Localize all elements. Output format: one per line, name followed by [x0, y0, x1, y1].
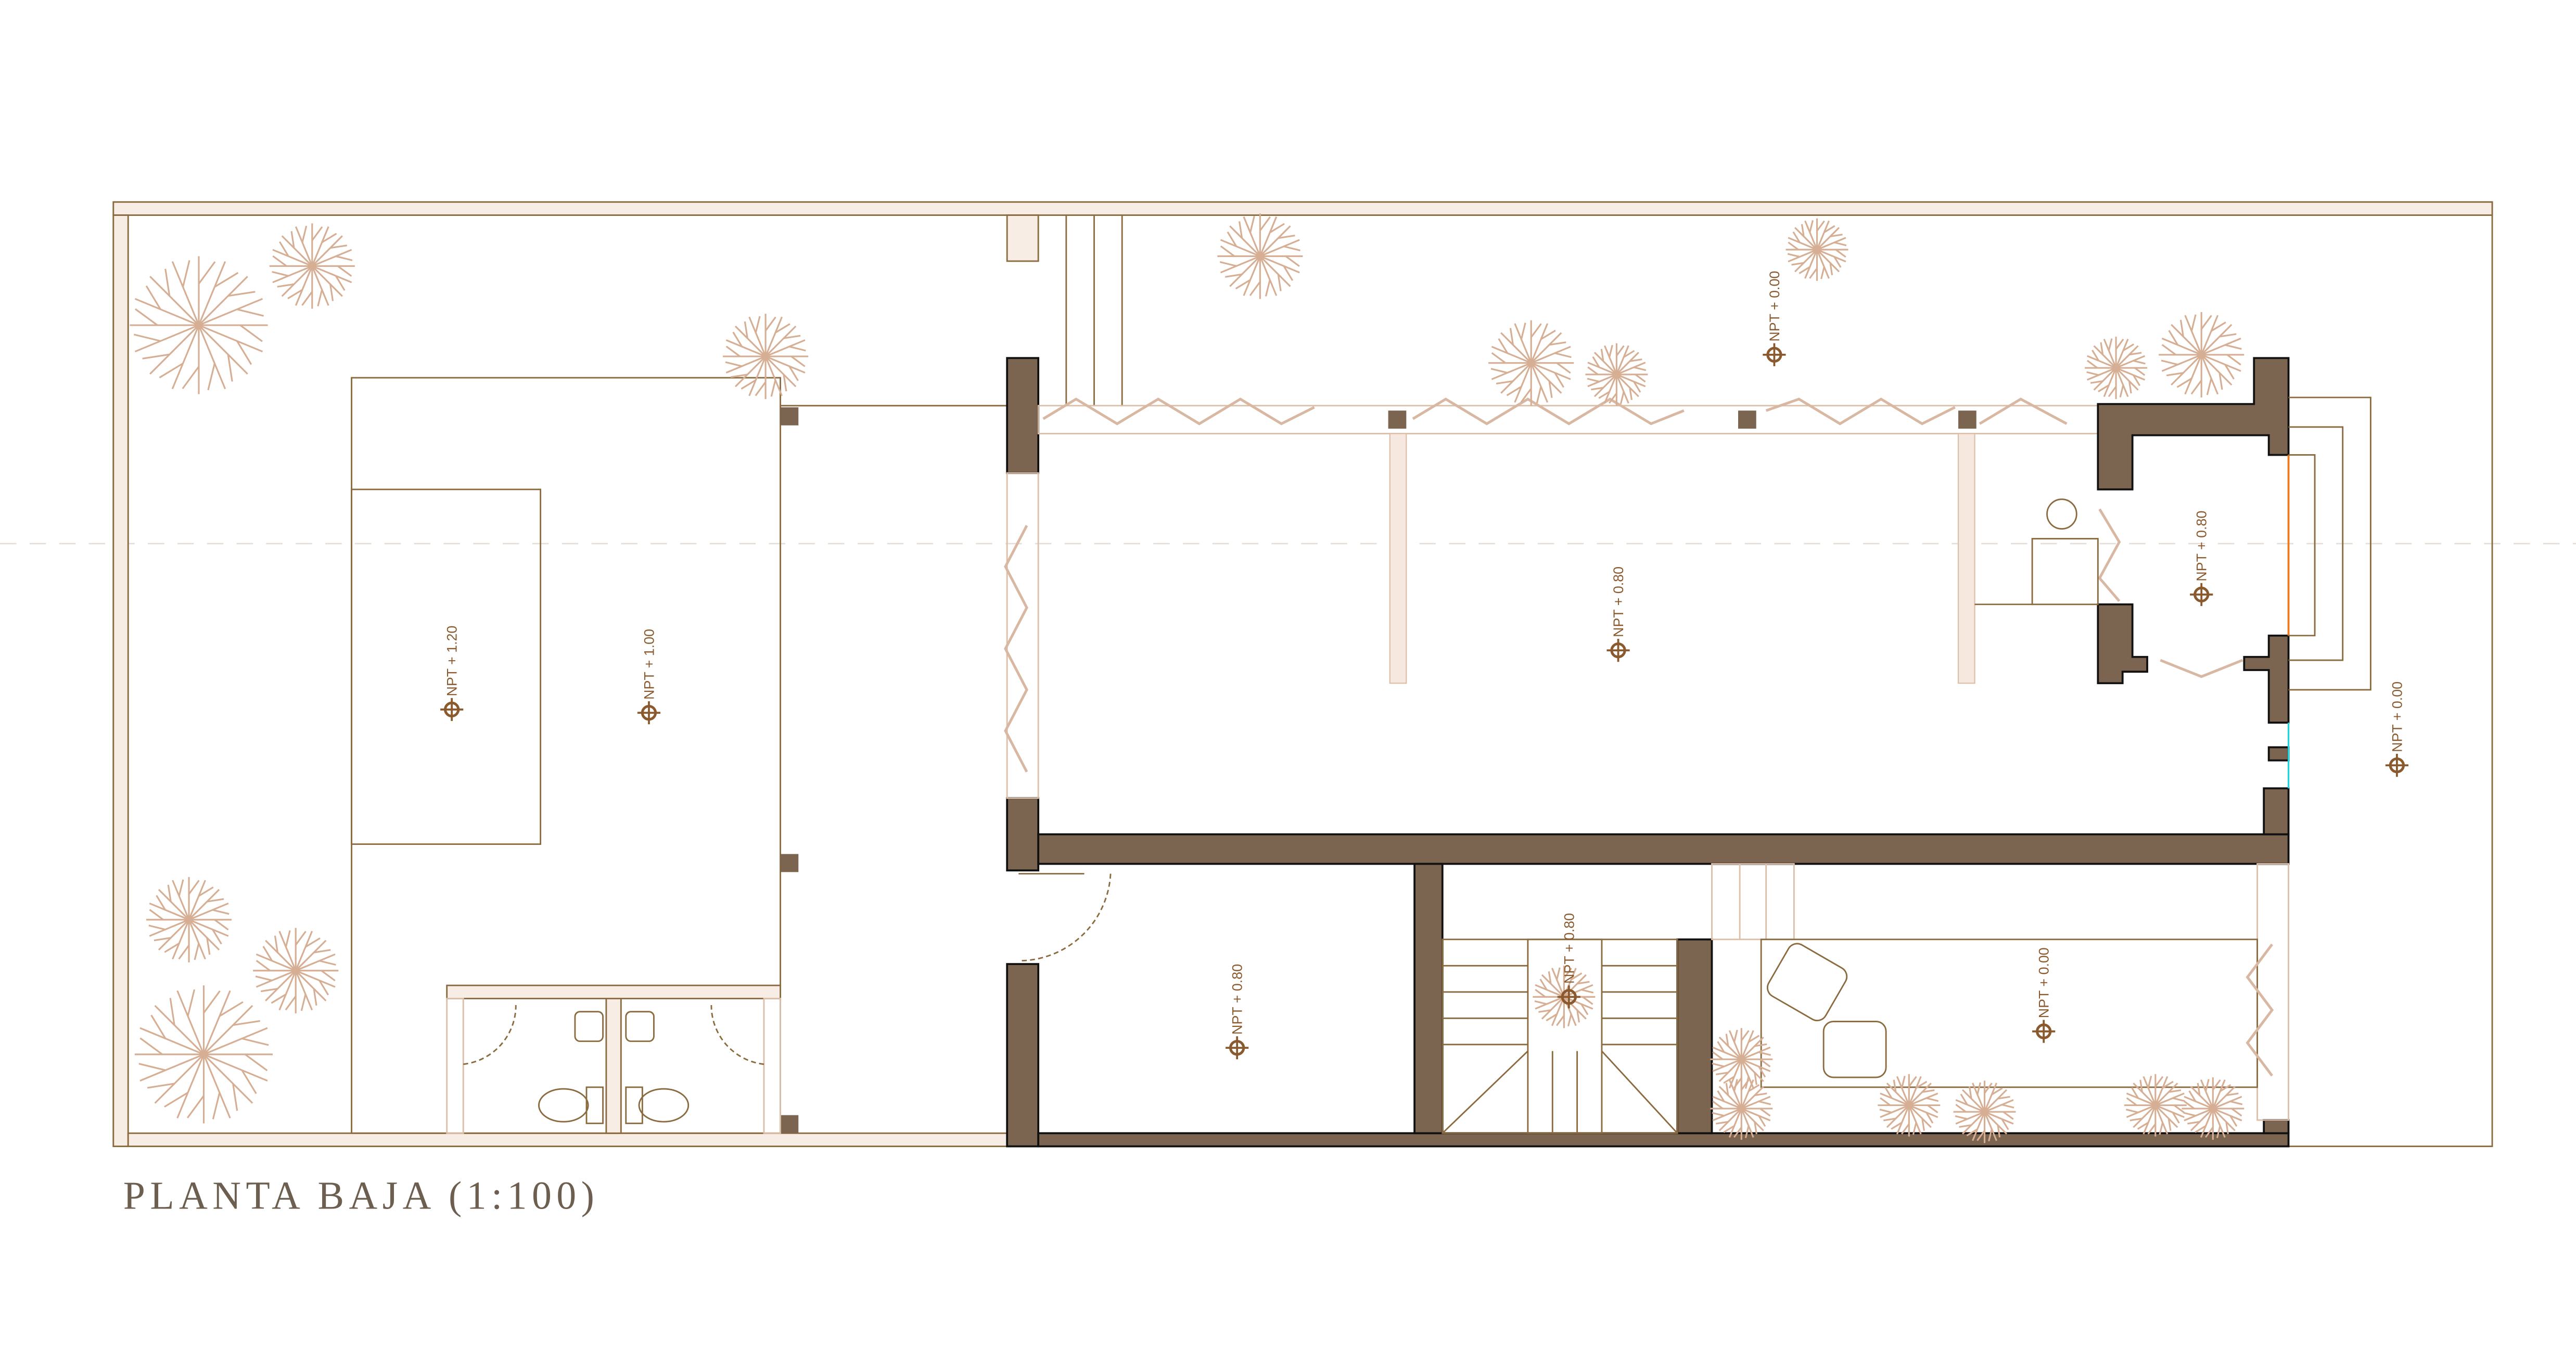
tree-icon — [2159, 312, 2245, 397]
level-marker: NPT + 0.80 — [1606, 567, 1630, 662]
tree-icon — [1878, 1074, 1941, 1137]
tree-icon — [1953, 1081, 2016, 1143]
tree-icon — [723, 313, 809, 400]
level-label: NPT + 0.00 — [2036, 947, 2052, 1018]
level-marker: NPT + 1.00 — [637, 629, 661, 725]
tree-icon — [134, 985, 273, 1124]
bathroom — [446, 984, 781, 1134]
level-marker: NPT + 0.00 — [1763, 271, 1786, 367]
column — [1388, 410, 1407, 429]
column — [780, 854, 799, 872]
level-marker: NPT + 0.00 — [2385, 682, 2408, 777]
tree-icon — [1585, 343, 1648, 406]
level-label: NPT + 0.80 — [2194, 511, 2210, 582]
level-marker: NPT + 1.20 — [440, 626, 464, 721]
terrace — [351, 377, 1008, 1134]
column — [1738, 410, 1756, 429]
level-label: NPT + 0.00 — [1767, 271, 1782, 342]
tree-icon — [253, 928, 339, 1013]
tree-icon — [2182, 1077, 2245, 1140]
trees — [130, 213, 2245, 1143]
drawing-title: PLANTA BAJA (1:100) — [123, 1174, 600, 1217]
level-marker: NPT + 0.80 — [2190, 511, 2213, 606]
tree-icon — [1488, 320, 1574, 406]
tree-icon — [1786, 218, 1848, 281]
tree-icon — [269, 223, 355, 309]
tree-icon — [1710, 1077, 1773, 1140]
tree-icon — [2085, 337, 2148, 400]
lot-boundary — [112, 201, 2493, 1147]
level-label: NPT + 0.80 — [1561, 913, 1577, 984]
tree-icon — [146, 877, 232, 962]
level-label: NPT + 0.80 — [1230, 964, 1245, 1035]
column — [1958, 410, 1976, 429]
tree-icon — [130, 256, 268, 394]
level-label: NPT + 1.20 — [444, 626, 460, 697]
column — [780, 1115, 799, 1134]
level-label: NPT + 0.80 — [1611, 567, 1626, 637]
walls — [1004, 214, 2371, 1148]
level-marker: NPT + 0.80 — [1557, 913, 1580, 1009]
tree-icon — [2124, 1074, 2187, 1137]
level-marker: NPT + 0.00 — [2032, 947, 2056, 1043]
level-marker: NPT + 0.80 — [1226, 964, 1249, 1060]
level-label: NPT + 1.00 — [641, 629, 657, 700]
column — [780, 407, 799, 426]
level-label: NPT + 0.00 — [2389, 682, 2405, 752]
tree-icon — [1533, 966, 1596, 1028]
staircase — [1442, 938, 1678, 1134]
tree-icon — [1217, 213, 1303, 299]
